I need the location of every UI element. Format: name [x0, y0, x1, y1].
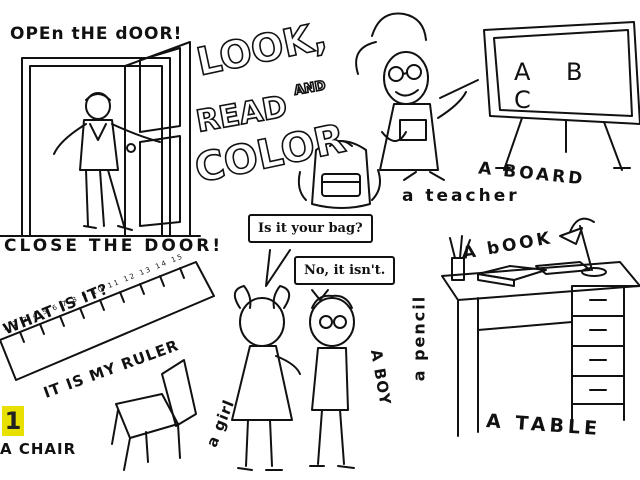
backpack-icon — [297, 140, 381, 209]
door-boy-figure — [53, 92, 161, 231]
board-letters: A B C — [514, 58, 597, 114]
desk-icon — [441, 261, 640, 437]
pencil-cup-icon — [449, 235, 471, 281]
answer-bubble-tail — [311, 289, 329, 301]
ruler-icon — [0, 261, 215, 381]
boy-figure — [309, 294, 355, 469]
teacher-figure — [355, 12, 479, 181]
open-door-label: OPEn tHE dOOR! — [10, 24, 183, 44]
chair-icon — [111, 359, 197, 471]
answer-bubble: No, it isn't. — [294, 256, 396, 285]
page-badge: 1 — [2, 406, 24, 436]
chalkboard-icon — [483, 21, 640, 171]
question-bubble: Is it your bag? — [248, 214, 373, 243]
girl-figure — [231, 285, 301, 471]
question-bubble-tail — [265, 249, 291, 287]
teacher-label: a teacher — [402, 186, 520, 206]
door-icon — [0, 41, 201, 237]
close-door-label: CLOSE THE DOOR! — [4, 236, 224, 256]
book-icon — [477, 261, 591, 287]
chair-label: A CHAIR — [0, 440, 77, 458]
pencil-label: a pencil — [409, 294, 429, 382]
lamp-icon — [559, 217, 607, 277]
